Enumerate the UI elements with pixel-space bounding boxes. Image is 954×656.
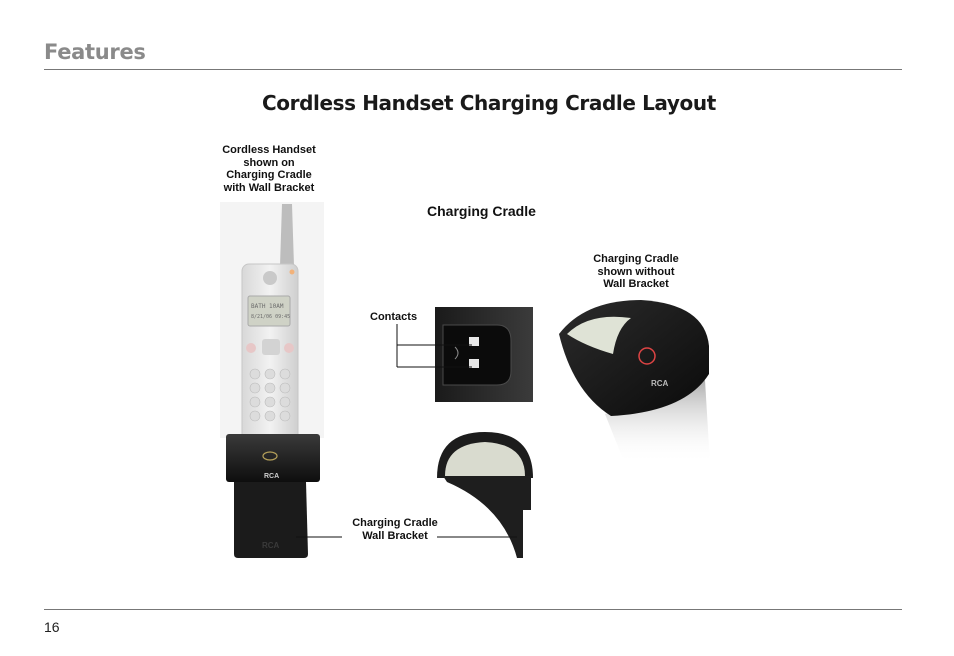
svg-text:RCA: RCA (262, 541, 280, 550)
page-number: 16 (44, 619, 60, 635)
page-title: Cordless Handset Charging Cradle Layout (262, 91, 716, 115)
label-line: with Wall Bracket (223, 181, 315, 194)
contacts-closeup-photo (435, 307, 533, 402)
svg-text:RCA: RCA (264, 473, 279, 480)
label-line: Wall Bracket (362, 529, 428, 542)
label-line: shown on (243, 156, 295, 169)
wall-bracket-leader-left (296, 536, 342, 538)
handset-screen-line-2: 8/21/06 09:45 (251, 314, 290, 320)
footer-divider (44, 609, 902, 610)
label-line: Charging Cradle (593, 253, 679, 265)
header-divider (44, 69, 902, 70)
handset-on-cradle-label: Cordless Handset shown on Charging Cradl… (210, 144, 328, 194)
wall-bracket-side-photo (437, 432, 533, 558)
wall-bracket-leader-right (437, 536, 517, 538)
label-line: Wall Bracket (603, 278, 669, 290)
section-title: Features (44, 40, 146, 64)
contacts-leader-lines (396, 324, 472, 368)
svg-text:RCA: RCA (651, 379, 669, 388)
label-line: shown without (597, 265, 675, 278)
charging-cradle-photo: RCA (559, 300, 710, 464)
label-line: Charging Cradle (352, 517, 438, 529)
charging-cradle-label: Charging Cradle (427, 203, 536, 219)
label-line: Charging Cradle (226, 169, 312, 181)
contacts-label: Contacts (370, 311, 418, 323)
cradle-without-bracket-label: Charging Cradle shown without Wall Brack… (580, 253, 692, 291)
handset-screen-line-1: BATH 10AM (251, 303, 284, 310)
wall-bracket-label: Charging Cradle Wall Bracket (344, 517, 446, 542)
label-line: Cordless Handset (222, 144, 316, 156)
phone-handset-illustration: BATH 10AM 8/21/06 09:45 RCA RCA (220, 202, 324, 558)
